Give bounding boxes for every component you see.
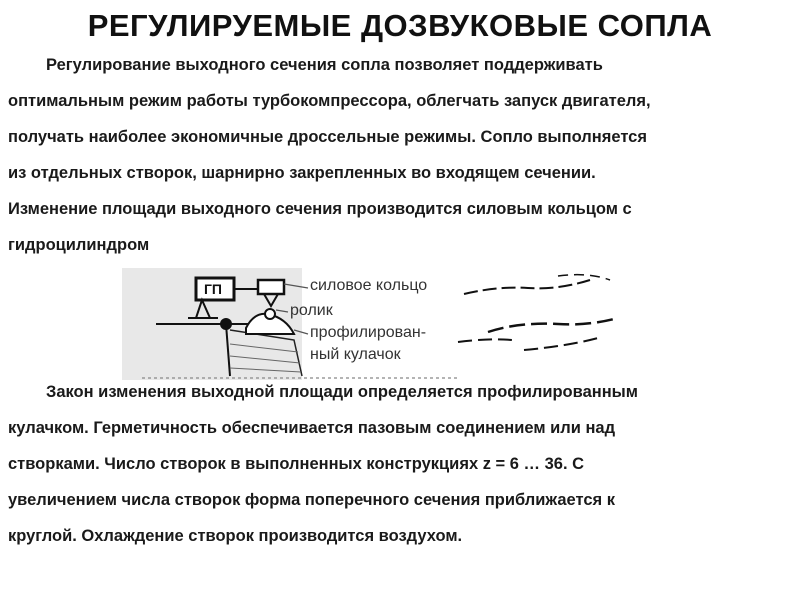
paragraph-line: круглой. Охлаждение створок производится… [8, 527, 463, 545]
cylinder-label: ГП [204, 281, 222, 297]
intro-paragraph: Регулирование выходного сечения сопла по… [8, 47, 788, 263]
paragraph-line: кулачком. Герметичность обеспечивается п… [8, 419, 616, 437]
flow-curve [523, 337, 599, 351]
paragraph-line: Регулирование выходного сечения сопла по… [46, 56, 603, 74]
leader-line [283, 283, 309, 289]
flap-edge [225, 323, 231, 377]
paragraph-line: получать наиболее экономичные дроссельны… [8, 128, 647, 146]
paragraph-line: увеличением числа створок форма поперечн… [8, 491, 615, 509]
paragraph-line: Изменение площади выходного сечения прои… [8, 200, 632, 218]
hatch-line [229, 367, 302, 373]
paragraph-line: створками. Число створок в выполненных к… [8, 455, 585, 473]
nozzle-diagram: ГП силовое кольцо ролик профилирован- ны… [118, 268, 638, 384]
roller-label: ролик [290, 302, 333, 319]
cam-label-line2: ный кулачок [310, 346, 401, 363]
leader-line [275, 309, 289, 313]
power-ring-label: силовое кольцо [310, 277, 428, 294]
leader-line [293, 329, 309, 335]
nozzle-sketch [122, 268, 619, 380]
flow-curve [457, 338, 513, 343]
flow-curve [463, 279, 591, 295]
slide-title: РЕГУЛИРУЕМЫЕ ДОЗВУКОВЫЕ СОПЛА [87, 8, 713, 43]
hatch-line [229, 355, 301, 364]
paragraph-line: Закон изменения выходной площади определ… [46, 383, 638, 401]
flow-curve [487, 316, 619, 334]
paragraph-line: из отдельных створок, шарнирно закреплен… [8, 164, 596, 182]
cam-label-line1: профилирован- [310, 324, 427, 341]
power-ring-box [256, 278, 286, 296]
law-paragraph: Закон изменения выходной площади определ… [8, 374, 788, 554]
power-ring-triangle [262, 293, 280, 308]
paragraph-line: оптимальным режим работы турбокомпрессор… [8, 92, 651, 110]
flow-curve [557, 273, 611, 281]
hatch-line [229, 343, 299, 353]
paragraph-line: гидроцилиндром [8, 236, 150, 254]
roller [264, 308, 276, 320]
